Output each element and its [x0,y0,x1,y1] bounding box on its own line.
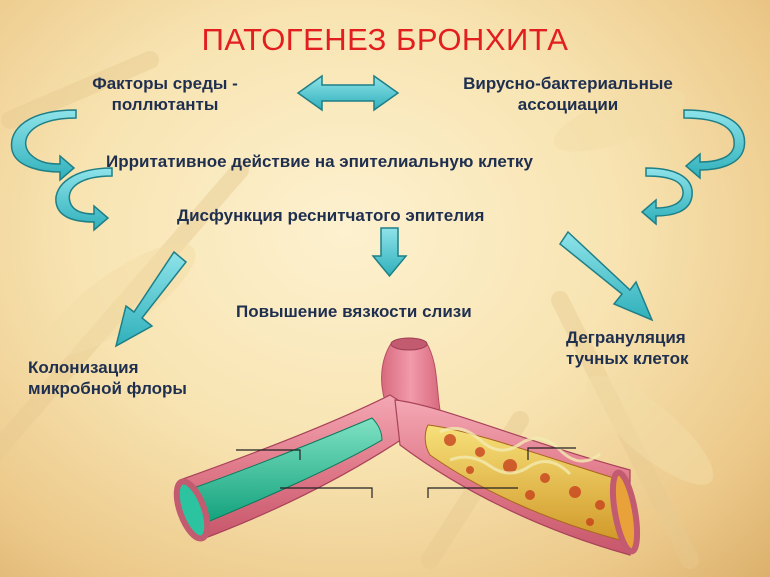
mucus-strands [439,426,601,476]
node-mucus-viscosity: Повышение вязкости слизи [236,302,472,321]
diagonal-arrow-icon [558,230,654,322]
bronchus-right-opening [609,469,641,555]
double-arrow-icon [296,74,400,112]
node-degranulation-line2: тучных клеток [566,349,689,368]
down-arrow-icon [371,227,408,278]
callout-lines [236,447,576,498]
curved-arrow-icon [55,167,113,232]
node-colonization-line2: микробной флоры [28,379,187,398]
node-environment-factors-line1: Факторы среды - [92,74,238,93]
node-viral-bacterial-line2: ассоциации [517,95,619,114]
node-colonization-line1: Колонизация [28,358,139,377]
bronchus-lumen-diseased [424,424,621,541]
curved-arrow-icon [683,109,746,180]
node-viral-bacterial-line1: Вирусно-бактериальные [463,74,673,93]
mucus-blobs [444,434,605,526]
node-viral-bacterial: Вирусно-бактериальные ассоциации [430,73,706,115]
node-ciliated-dysfunction: Дисфункция реснитчатого эпителия [177,206,485,225]
node-degranulation: Дегрануляция тучных клеток [566,327,746,369]
curved-arrow-icon [640,167,693,226]
node-degranulation-line1: Дегрануляция [566,328,686,347]
diagonal-arrow-icon [114,250,188,348]
page-title: ПАТОГЕНЕЗ БРОНХИТА [201,22,569,57]
bronchus-left-opening [173,478,211,542]
bronchus-trunk-opening [390,337,428,351]
curved-arrow-icon [10,109,77,182]
node-environment-factors-line2: поллютанты [111,95,219,114]
node-environment-factors: Факторы среды - поллютанты [60,73,270,115]
node-irritative-action: Ирритативное действие на эпителиальную к… [106,152,533,171]
node-colonization: Колонизация микробной флоры [28,357,248,399]
